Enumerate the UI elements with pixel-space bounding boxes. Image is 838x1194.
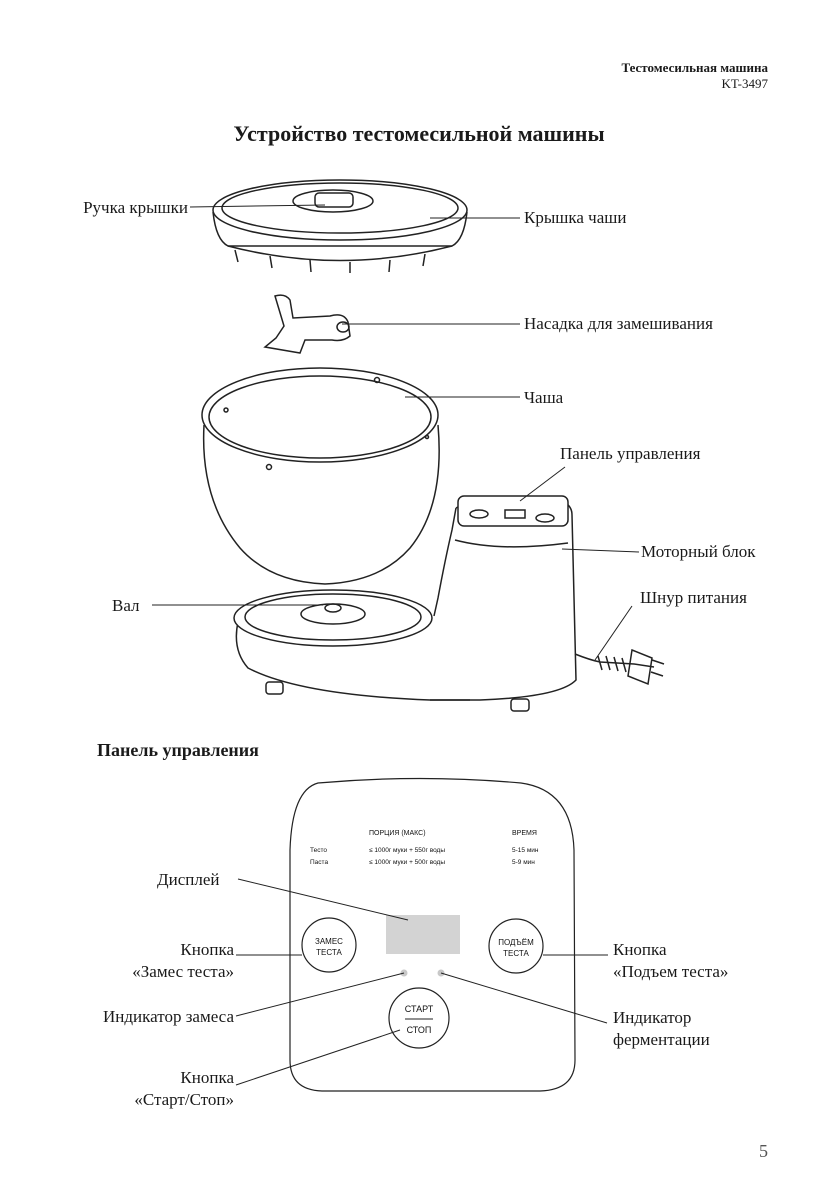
- label-start-button-2: «Старт/Стоп»: [134, 1090, 234, 1109]
- label-knead-button-2: «Замес теста»: [132, 962, 234, 981]
- page-number: 5: [759, 1141, 768, 1161]
- rise-button-label-2: ТЕСТА: [503, 949, 529, 958]
- panel-header-portion: ПОРЦИЯ (МАКС): [369, 830, 426, 837]
- label-bowl: Чаша: [524, 388, 564, 407]
- start-button-label: СТАРТ: [405, 1004, 434, 1014]
- rise-button-label-1: ПОДЪЁМ: [498, 938, 534, 947]
- bowl-drawing: [201, 367, 440, 585]
- label-rise-button-2: «Подъем теста»: [613, 962, 729, 981]
- label-start-button-1: Кнопка: [180, 1068, 234, 1087]
- label-control-panel: Панель управления: [560, 444, 701, 463]
- panel-row-pasta-program: Паста: [310, 859, 328, 866]
- label-lid-handle: Ручка крышки: [83, 198, 188, 217]
- panel-header-time: ВРЕМЯ: [512, 830, 537, 837]
- label-knead-indicator: Индикатор замеса: [103, 1007, 234, 1026]
- label-ferment-indicator-2: ферментации: [613, 1030, 710, 1049]
- header-model: KT-3497: [721, 76, 768, 91]
- start-stop-button[interactable]: [388, 987, 450, 1049]
- stop-button-label: СТОП: [407, 1025, 432, 1035]
- power-cord-drawing: [574, 648, 665, 686]
- kneading-attachment-drawing: [263, 294, 351, 354]
- label-power-cord: Шнур питания: [640, 588, 747, 607]
- panel-row-pasta-time: 5-9 мин: [512, 859, 535, 866]
- label-kneading-attachment: Насадка для замешивания: [524, 314, 713, 333]
- label-motor-unit: Моторный блок: [641, 542, 756, 561]
- panel-row-dough-time: 5-15 мин: [512, 847, 539, 854]
- label-bowl-lid: Крышка чаши: [524, 208, 627, 227]
- label-knead-button-1: Кнопка: [180, 940, 234, 959]
- panel-row-dough-portion: ≤ 1000г муки + 550г воды: [369, 847, 445, 854]
- header-product-name: Тестомесильная машина: [621, 60, 768, 75]
- knead-button-label-2: ТЕСТА: [316, 948, 342, 957]
- knead-button[interactable]: [301, 917, 357, 973]
- motor-unit-drawing: [430, 495, 577, 701]
- base-drawing: [233, 589, 530, 712]
- panel-section-title: Панель управления: [97, 740, 259, 760]
- page-title: Устройство тестомесильной машины: [233, 121, 605, 146]
- label-rise-button-1: Кнопка: [613, 940, 667, 959]
- label-display: Дисплей: [157, 870, 220, 889]
- display-screen: [386, 915, 460, 954]
- panel-row-dough-program: Тесто: [310, 847, 327, 854]
- panel-row-pasta-portion: ≤ 1000г муки + 500г воды: [369, 859, 445, 866]
- label-shaft: Вал: [112, 596, 140, 615]
- bowl-lid-drawing: [212, 179, 468, 273]
- label-ferment-indicator-1: Индикатор: [613, 1008, 692, 1027]
- rise-button[interactable]: [488, 918, 544, 974]
- knead-button-label-1: ЗАМЕС: [315, 937, 343, 946]
